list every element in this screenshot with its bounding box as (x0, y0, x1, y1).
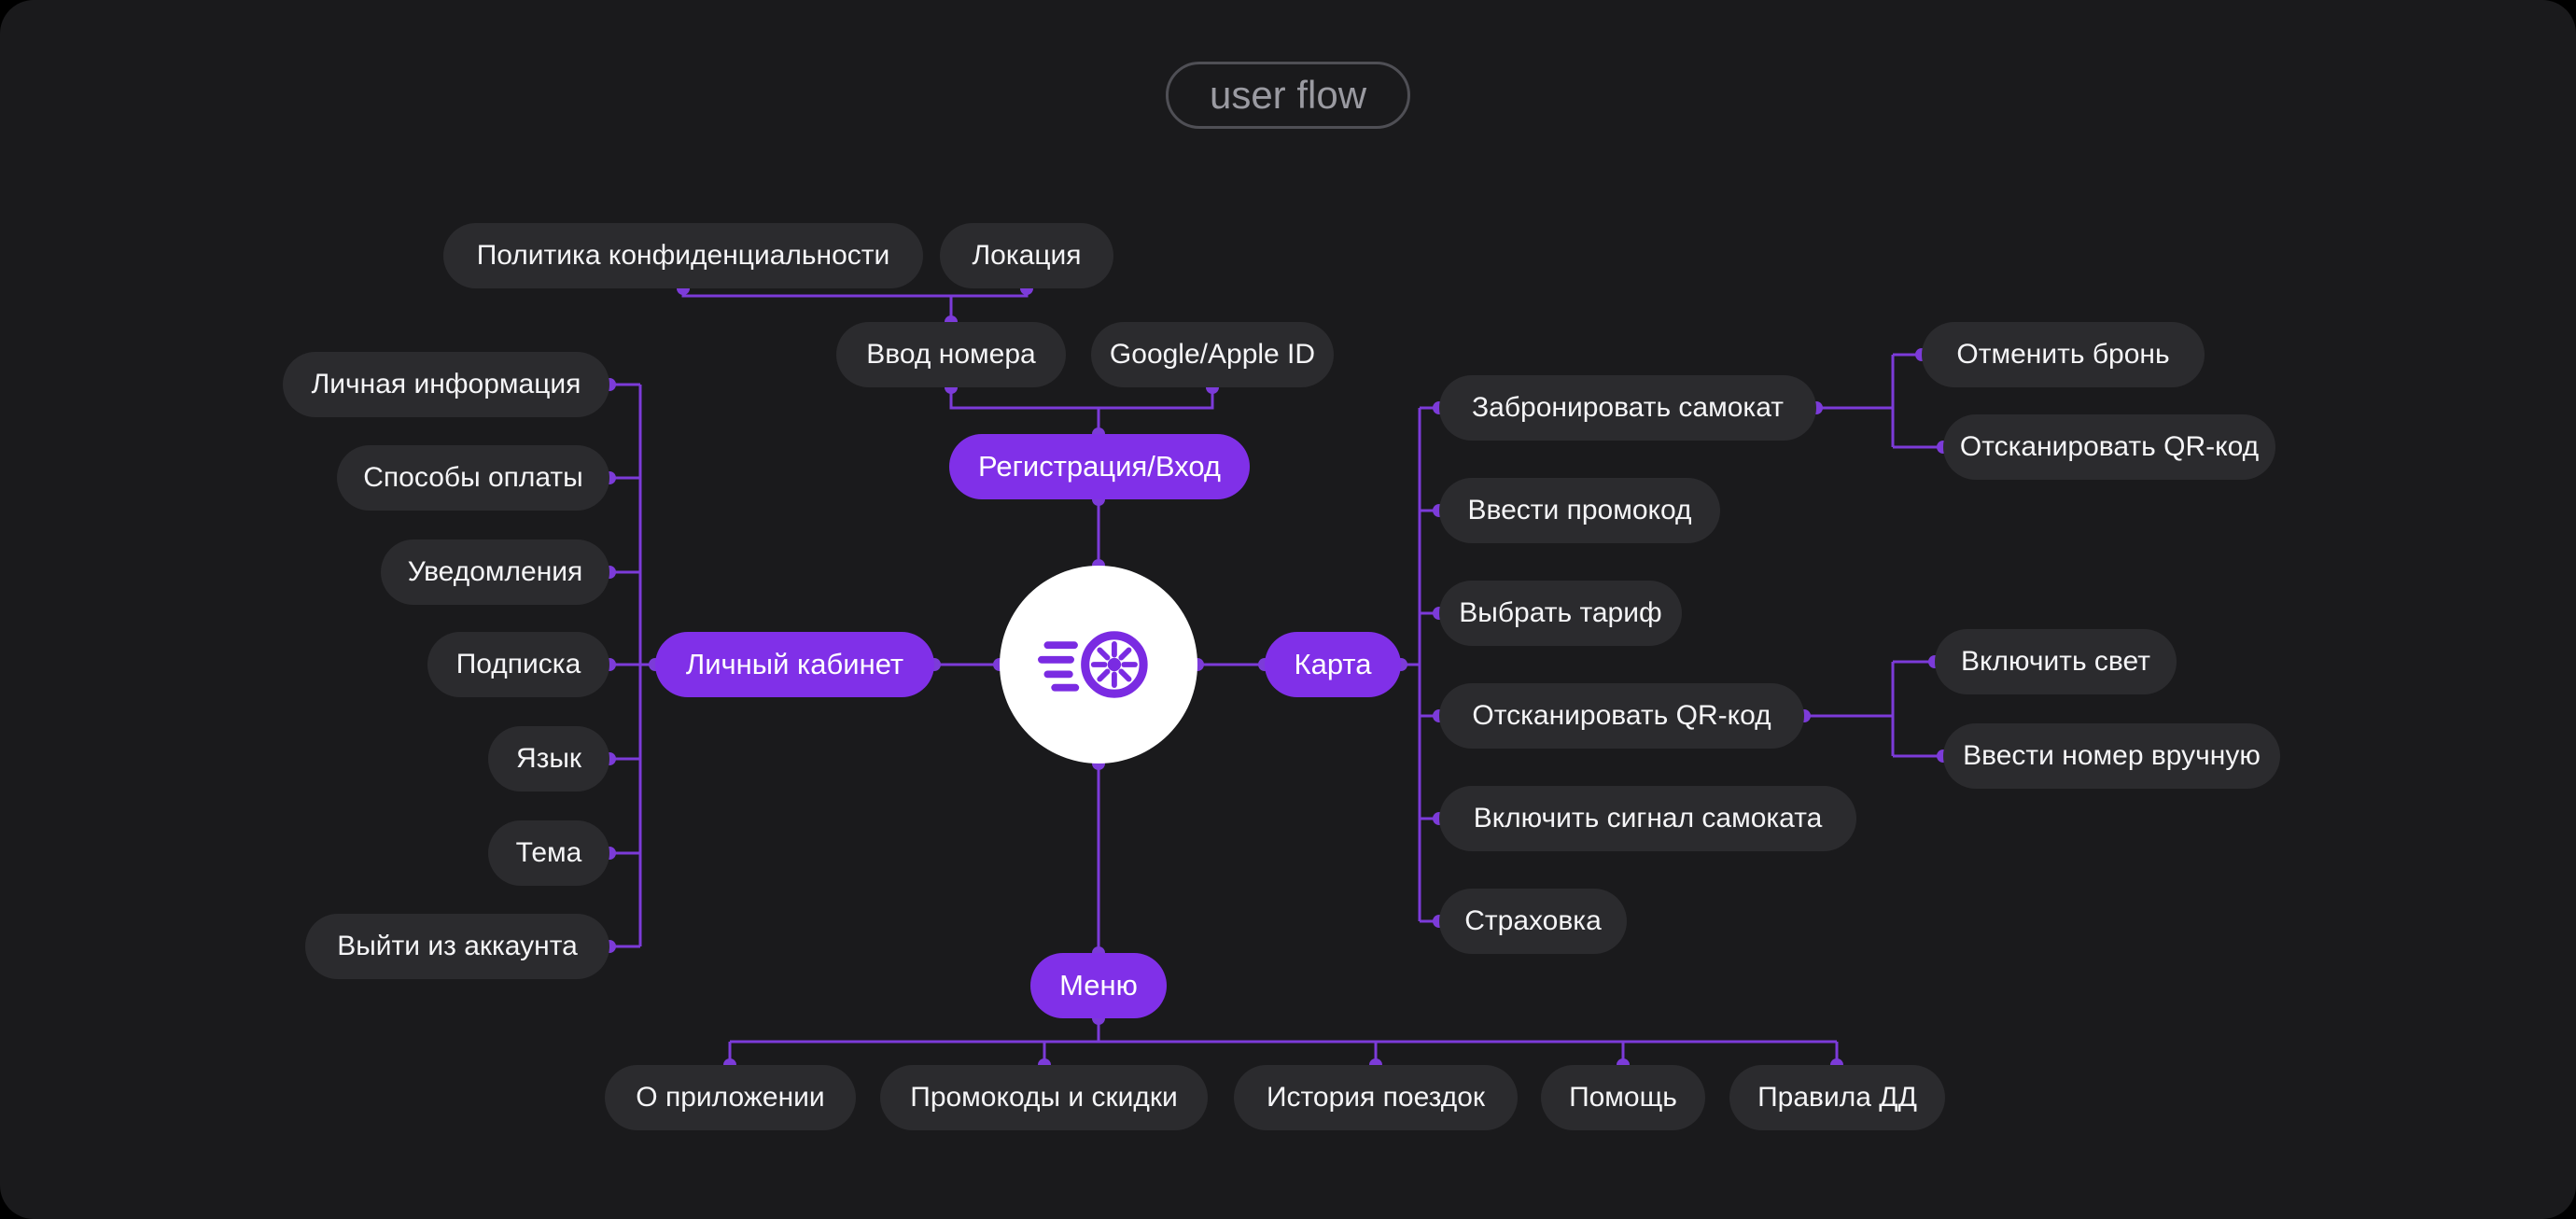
node-location: Локация (940, 223, 1113, 288)
hub-account: Личный кабинет (655, 632, 934, 697)
node-notifications: Уведомления (381, 539, 609, 605)
node-enter-number-manually: Ввести номер вручную (1943, 723, 2280, 789)
node-scan-qr: Отсканировать QR-код (1439, 683, 1804, 749)
node-personal-info: Личная информация (283, 352, 609, 417)
node-cancel-booking: Отменить бронь (1922, 322, 2205, 387)
node-theme: Тема (488, 820, 609, 886)
node-enter-promo: Ввести промокод (1439, 478, 1720, 543)
hub-registration: Регистрация/Вход (949, 434, 1250, 499)
node-about-app: О приложении (605, 1065, 856, 1130)
node-help: Помощь (1541, 1065, 1705, 1130)
node-google-apple-id: Google/Apple ID (1091, 322, 1334, 387)
node-trip-history: История поездок (1234, 1065, 1518, 1130)
node-scooter-signal: Включить сигнал самоката (1439, 786, 1856, 851)
scooter-wheel-icon (1038, 631, 1148, 698)
node-logout: Выйти из аккаунта (305, 914, 609, 979)
node-phone-input: Ввод номера (836, 322, 1066, 387)
node-language: Язык (488, 726, 609, 792)
node-choose-tariff: Выбрать тариф (1439, 581, 1682, 646)
node-insurance: Страховка (1439, 889, 1627, 954)
app-logo-circle (1000, 566, 1197, 764)
node-turn-on-light: Включить свет (1935, 629, 2177, 694)
hub-map: Карта (1265, 632, 1401, 697)
node-promocodes: Промокоды и скидки (880, 1065, 1208, 1130)
node-payment-methods: Способы оплаты (337, 445, 609, 511)
node-traffic-rules: Правила ДД (1729, 1065, 1945, 1130)
node-scan-qr-after-booking: Отсканировать QR-код (1943, 414, 2275, 480)
node-subscription: Подписка (427, 632, 609, 697)
hub-menu: Меню (1030, 953, 1167, 1018)
diagram-title: user flow (1165, 62, 1411, 129)
node-book-scooter: Забронировать самокат (1439, 375, 1816, 441)
node-privacy-policy: Политика конфиденциальности (443, 223, 923, 288)
